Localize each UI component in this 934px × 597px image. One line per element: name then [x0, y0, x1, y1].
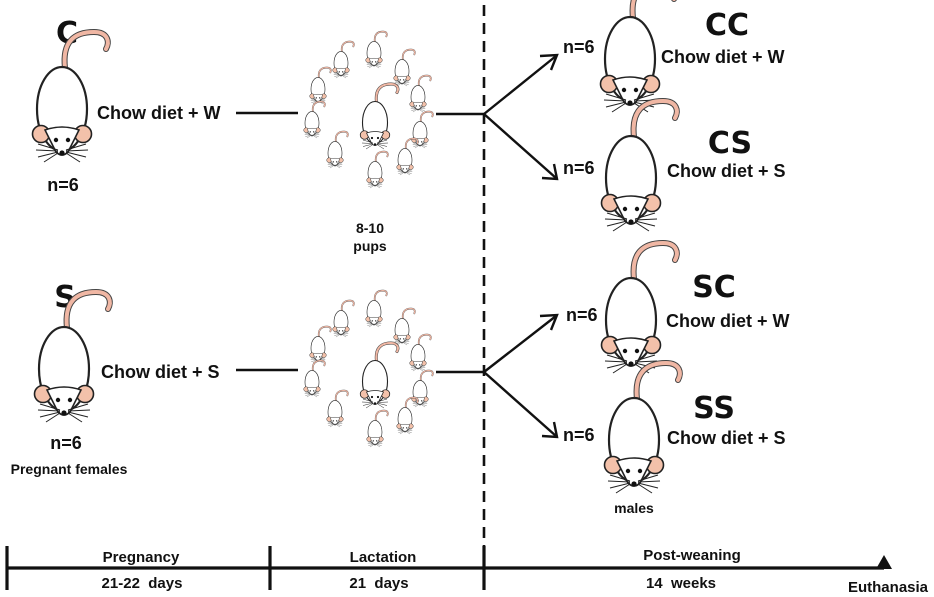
- mother-n-label: n=6: [50, 433, 82, 453]
- timeline-end-marker: [876, 555, 892, 569]
- mother-diet-label: Chow diet + S: [101, 362, 220, 382]
- mouse-icon: [33, 32, 108, 162]
- timeline: Pregnancy 21-22 days Lactation 21 days P…: [5, 546, 929, 596]
- mother-n-label: n=6: [47, 175, 79, 195]
- litter-mouse-icon: [304, 32, 433, 188]
- phase-duration: 21-22 days: [102, 575, 183, 592]
- mother-diet-label: Chow diet + W: [97, 103, 221, 123]
- phase-duration: 14 weeks: [646, 575, 716, 592]
- phase-duration: 21 days: [349, 575, 408, 592]
- euthanasia-label: Euthanasia: [848, 579, 929, 596]
- offspring-diet-label: Chow diet + W: [661, 47, 785, 67]
- phase-name: Post-weaning: [643, 547, 741, 564]
- offspring-n-label: n=6: [566, 305, 598, 325]
- mother-group-c: C Chow diet + W n=6: [33, 16, 221, 195]
- offspring-n-label: n=6: [563, 37, 595, 57]
- mother-caption: Pregnant females: [11, 461, 128, 477]
- offspring-group-label: CS: [708, 126, 752, 161]
- offspring-group-label: CC: [705, 8, 749, 43]
- phase-name: Pregnancy: [103, 549, 180, 566]
- litter-size-label: 8-10: [356, 220, 384, 236]
- mother-group-s: S Chow diet + S n=6 Pregnant females: [11, 280, 220, 477]
- litter-size-label: pups: [353, 238, 387, 254]
- phase-name: Lactation: [350, 549, 417, 566]
- offspring-diet-label: Chow diet + W: [666, 311, 790, 331]
- offspring-group-label: SS: [693, 391, 735, 426]
- offspring-caption: males: [614, 500, 654, 516]
- mouse-icon: [602, 243, 677, 373]
- offspring-n-label: n=6: [563, 158, 595, 178]
- offspring-group-cc: CC n=6 Chow diet + W: [563, 0, 785, 112]
- mouse-icon: [602, 101, 677, 231]
- offspring-group-cs: CS n=6 Chow diet + S: [563, 101, 786, 231]
- offspring-group-sc: SC n=6 Chow diet + W: [566, 243, 790, 373]
- offspring-diet-label: Chow diet + S: [667, 428, 786, 448]
- offspring-group-label: SC: [692, 270, 736, 305]
- offspring-n-label: n=6: [563, 425, 595, 445]
- litter-mouse-icon: [304, 291, 433, 447]
- offspring-diet-label: Chow diet + S: [667, 161, 786, 181]
- offspring-group-ss: SS n=6 Chow diet + S males: [563, 363, 786, 516]
- branch-arrows: [483, 53, 559, 439]
